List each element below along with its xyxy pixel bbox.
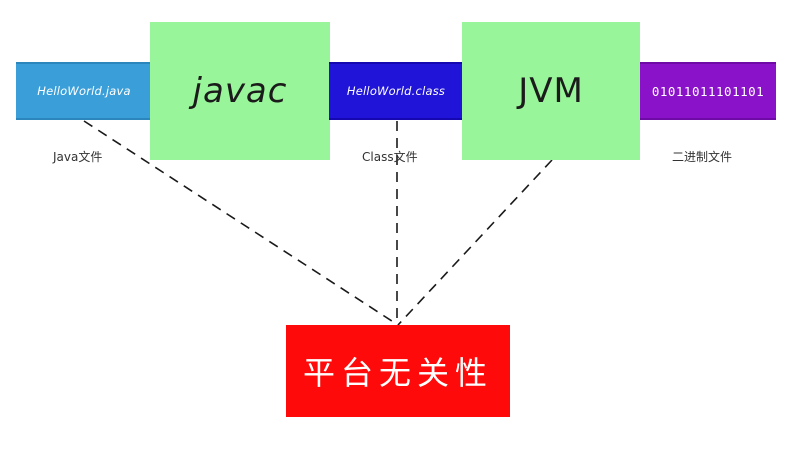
connector-jvm-to-result [397,159,553,326]
java-file-caption: Java文件 [53,150,103,164]
javac-compiler-box: javac [150,22,330,160]
java-source-file-label: HelloWorld.java [37,84,131,98]
jvm-box: JVM [462,22,640,160]
class-file-caption: Class文件 [362,150,418,164]
jvm-label: JVM [518,71,584,111]
class-file-box: HelloWorld.class [329,62,463,120]
javac-compiler-label: javac [192,71,288,111]
platform-independence-box: 平台无关性 [286,325,510,417]
platform-independence-label: 平台无关性 [302,354,493,392]
class-file-label: HelloWorld.class [346,84,446,98]
java-source-file-box: HelloWorld.java [16,62,152,120]
binary-file-box: 01011011101101 [640,62,776,120]
binary-file-label: 01011011101101 [651,83,765,99]
binary-file-caption: 二进制文件 [672,150,733,164]
